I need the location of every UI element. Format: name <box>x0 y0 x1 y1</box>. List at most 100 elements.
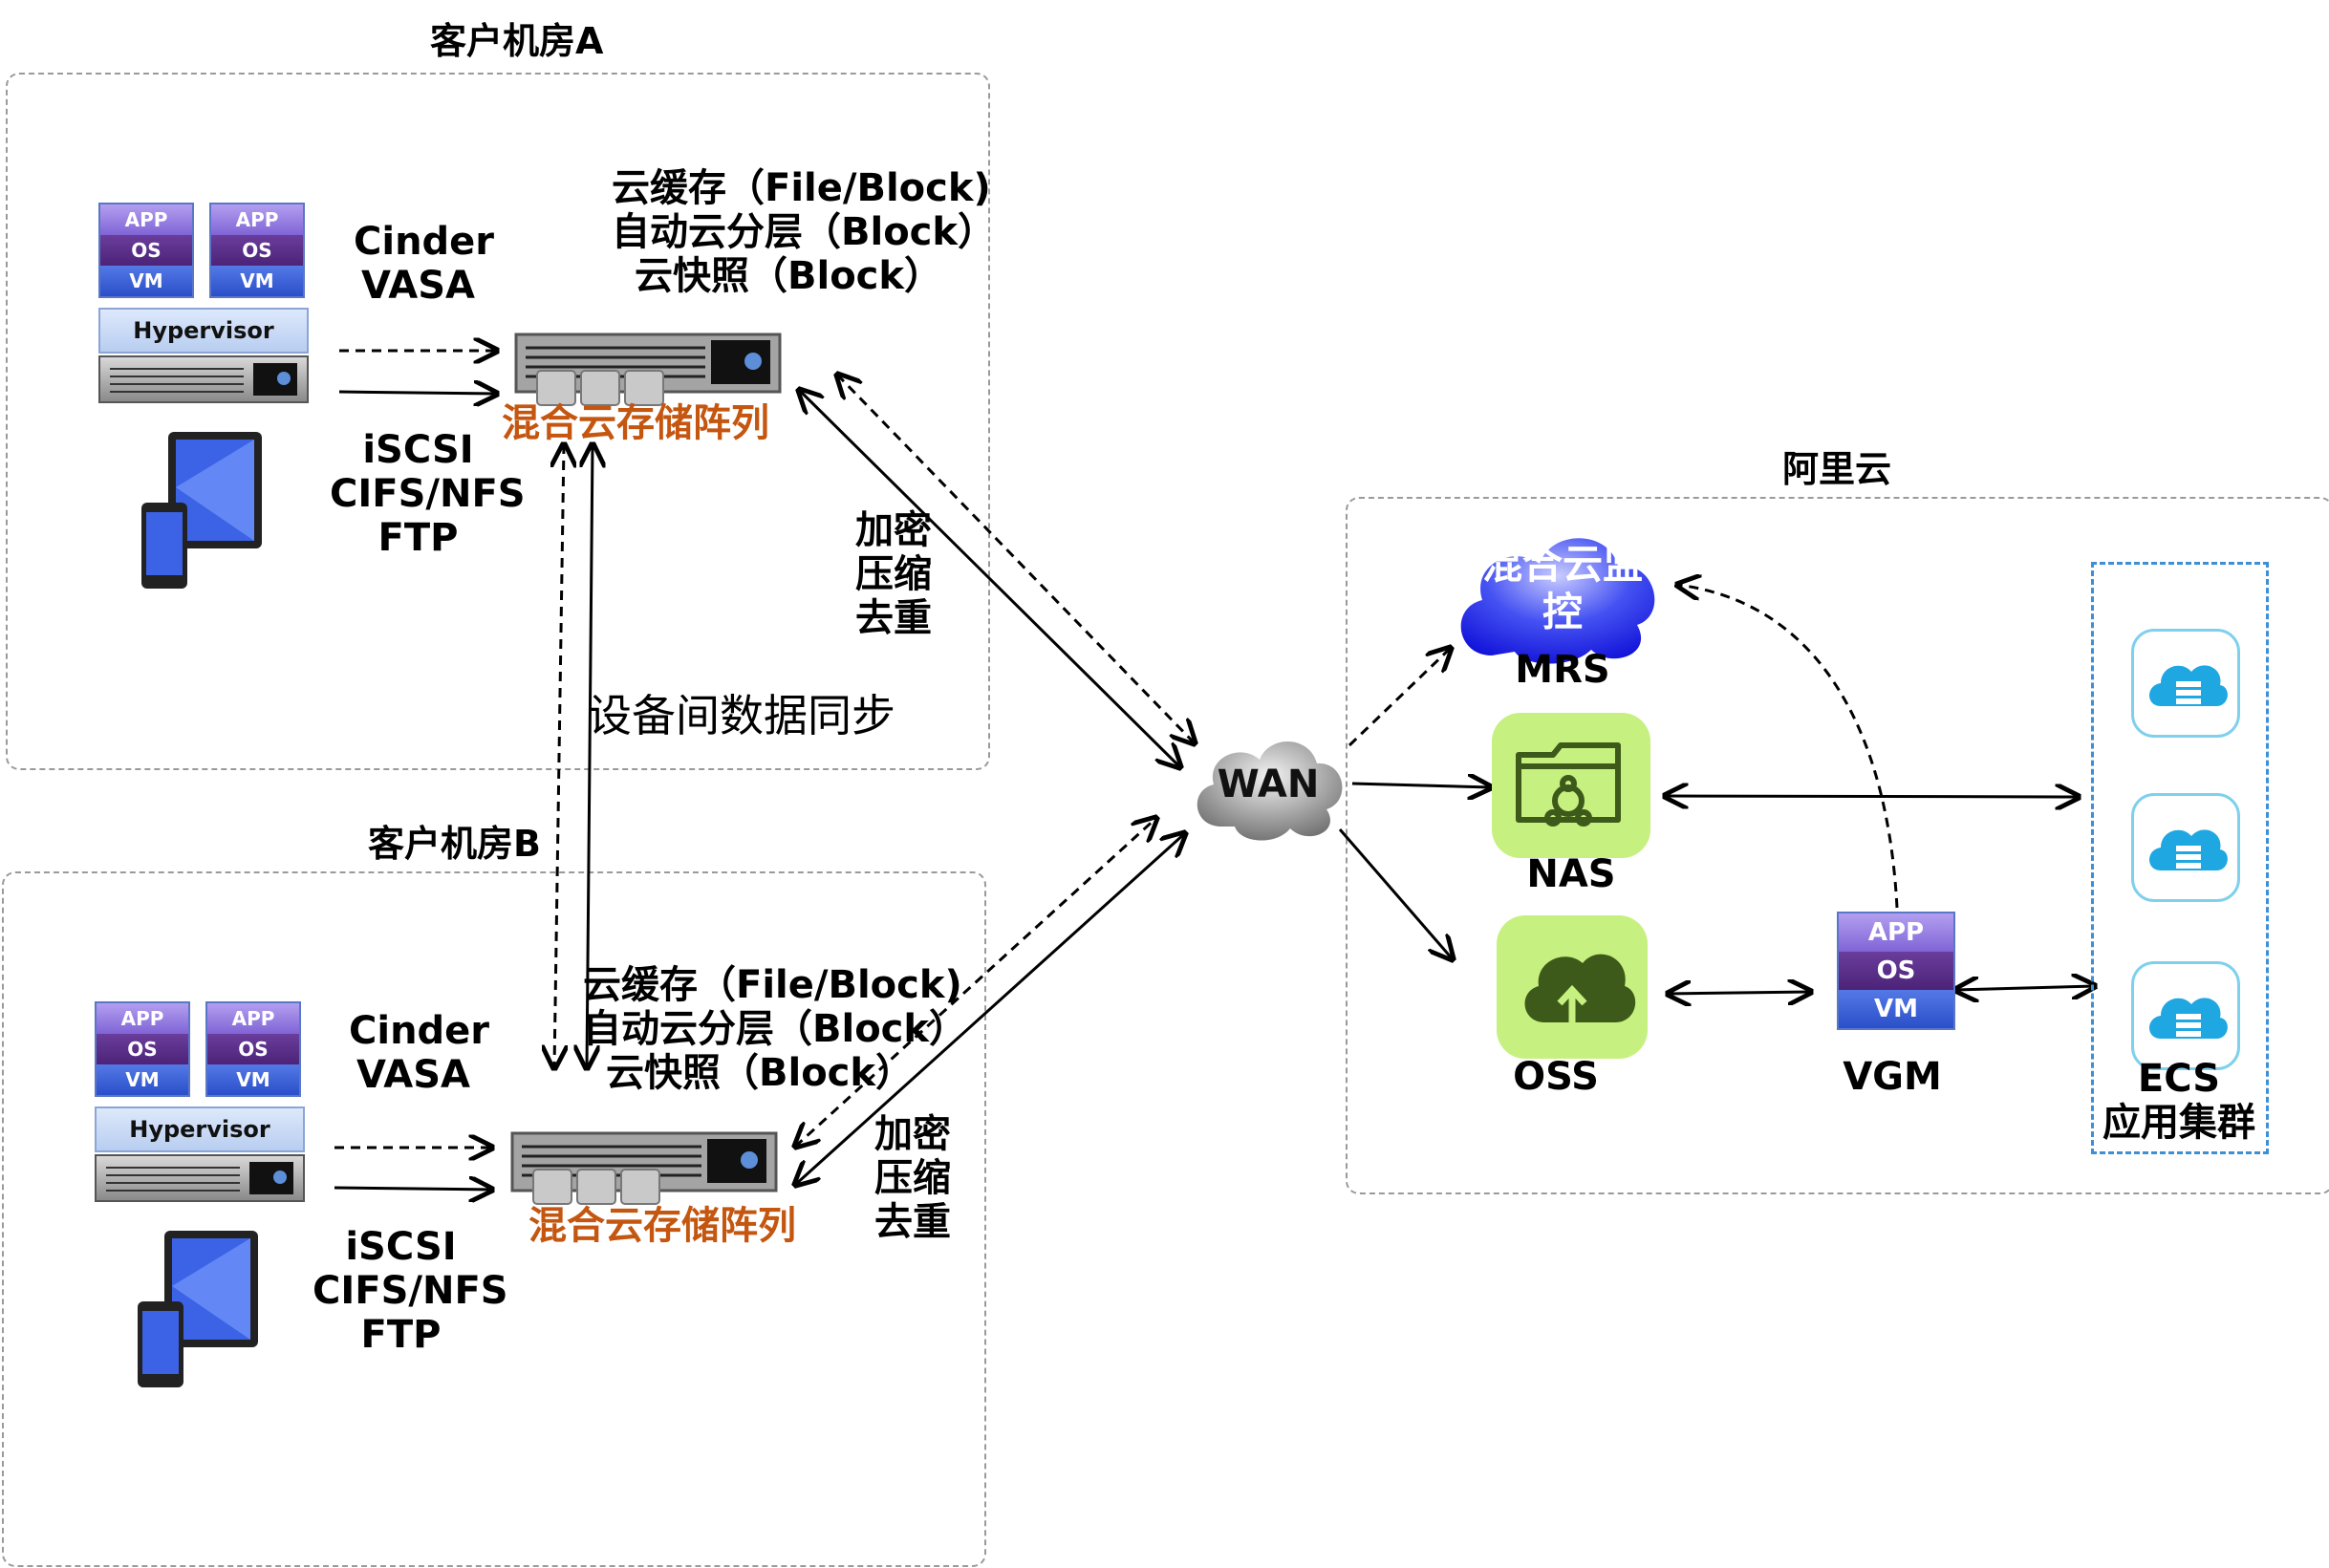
storage-array-icon <box>510 1131 778 1205</box>
cloud-icon <box>1460 538 1655 664</box>
nas-label: NAS <box>1526 852 1616 896</box>
room-b-tablet-phone-icon <box>138 1229 262 1395</box>
ecs-node-2 <box>2131 793 2240 902</box>
aliyun-frame <box>1346 497 2329 1194</box>
room-a-wan-dashed-arrow <box>837 375 1195 743</box>
ecs-line: ECS <box>2137 1057 2221 1101</box>
cloud-server-icon <box>2149 665 2228 706</box>
vm-os-label: OS <box>100 235 192 266</box>
ecs-label: ECS 应用集群 <box>2093 1057 2265 1145</box>
room-b-iscsi-label: iSCSI CIFS/NFS FTP <box>313 1225 508 1357</box>
room-a-title: 客户机房A <box>430 20 604 62</box>
link-line: 加密 <box>855 508 932 552</box>
vgm-stack: APP OS VM <box>1837 912 1955 1030</box>
nas-ecs-arrow <box>1665 796 2079 797</box>
vgm-vm-label: VM <box>1839 990 1953 1028</box>
feature-line: 云快照（Block） <box>606 1051 914 1095</box>
vm-vm-label: VM <box>97 1064 188 1095</box>
protocol-line: iSCSI <box>362 428 474 472</box>
protocol-line: FTP <box>360 1313 442 1357</box>
room-b-title: 客户机房B <box>368 823 541 865</box>
room-a-vm-1: APP OS VM <box>98 203 194 298</box>
room-a-vm-2: APP OS VM <box>209 203 305 298</box>
oss-tile <box>1497 915 1648 1059</box>
room-b-vm-1: APP OS VM <box>95 1001 190 1097</box>
protocol-line: Cinder <box>349 1009 490 1053</box>
ecs-cluster-frame <box>2091 562 2269 1154</box>
vm-app-label: APP <box>207 1003 299 1034</box>
vm-vm-label: VM <box>207 1064 299 1095</box>
protocol-line: CIFS/NFS <box>313 1269 508 1313</box>
wan-nas-arrow <box>1351 784 1491 787</box>
devices-icon <box>141 432 262 589</box>
feature-line: 云快照（Block） <box>635 254 942 298</box>
feature-line: 云缓存（File/Block) <box>583 963 962 1007</box>
room-b-link-label: 加密 压缩 去重 <box>860 1112 965 1244</box>
vgm-label: VGM <box>1843 1055 1942 1099</box>
vm-os-label: OS <box>97 1034 188 1064</box>
server-grille-icon <box>106 1162 293 1194</box>
room-b-storage-array-icon <box>510 1131 778 1215</box>
link-line: 去重 <box>874 1200 951 1244</box>
feature-line: 云缓存（File/Block) <box>612 166 991 210</box>
wan-cloud-icon <box>1185 721 1352 849</box>
cloud-icon <box>1197 741 1343 841</box>
ecs-node-1 <box>2131 629 2240 738</box>
room-b-hypervisor: Hypervisor <box>95 1106 305 1152</box>
aliyun-title: 阿里云 <box>1782 448 1892 490</box>
protocol-line: VASA <box>361 264 475 308</box>
mrs-label: MRS <box>1515 648 1610 692</box>
room-b-cinder-label: Cinder VASA <box>349 1009 490 1097</box>
room-a-iscsi-label: iSCSI CIFS/NFS FTP <box>330 428 526 560</box>
vgm-os-label: OS <box>1839 952 1953 990</box>
ecs-node-3 <box>2131 961 2240 1070</box>
nas-folder-icon <box>1516 742 1621 827</box>
room-b-array-label: 混合云存储阵列 <box>528 1204 796 1248</box>
vgm-monitor-dashed-arrow <box>1677 585 1899 909</box>
room-a-tablet-phone-icon <box>141 430 266 596</box>
sync-label: 设备间数据同步 <box>588 690 895 741</box>
room-a-link-label: 加密 压缩 去重 <box>841 508 946 640</box>
devices-icon <box>138 1231 258 1387</box>
server-grille-icon <box>110 363 297 396</box>
protocol-line: Cinder <box>354 220 495 264</box>
room-b-solid-arrow <box>334 1188 492 1190</box>
protocol-line: FTP <box>377 516 459 560</box>
oss-vgm-arrow <box>1668 992 1811 994</box>
room-b-host-server-icon <box>95 1154 305 1202</box>
link-line: 去重 <box>855 596 932 640</box>
room-a-features: 云缓存（File/Block) 自动云分层（Block） 云快照（Block） <box>612 166 996 298</box>
nas-tile <box>1492 713 1650 858</box>
wan-mrs-dashed-arrow <box>1348 648 1451 747</box>
wan-oss-arrow <box>1338 828 1453 959</box>
oss-cloud-upload-icon <box>1524 954 1636 1030</box>
link-line: 压缩 <box>855 552 932 596</box>
room-b-wan-solid-arrow <box>795 833 1185 1185</box>
vgm-app-label: APP <box>1839 913 1953 952</box>
cloud-server-icon <box>2149 998 2228 1039</box>
room-a-cinder-label: Cinder VASA <box>354 220 495 308</box>
monitor-line: 控 <box>1542 589 1583 635</box>
storage-array-icon <box>514 333 782 406</box>
monitor-line: 混合云监 <box>1481 541 1643 588</box>
room-a-storage-array-icon <box>514 333 782 417</box>
vm-app-label: APP <box>211 204 303 235</box>
room-a-solid-arrow <box>338 392 497 394</box>
protocol-line: CIFS/NFS <box>330 472 526 516</box>
sync-dashed-arrow <box>554 444 564 1068</box>
sync-solid-arrow <box>587 444 593 1068</box>
room-a-array-label: 混合云存储阵列 <box>502 401 769 445</box>
monitor-cloud-label: 混合云监 控 <box>1467 541 1658 636</box>
vm-vm-label: VM <box>211 266 303 296</box>
room-a-host-server-icon <box>98 355 309 403</box>
vgm-ecs-arrow <box>1955 986 2095 990</box>
vm-app-label: APP <box>100 204 192 235</box>
room-b-features: 云缓存（File/Block) 自动云分层（Block） 云快照（Block） <box>583 963 967 1095</box>
vm-app-label: APP <box>97 1003 188 1034</box>
room-b-frame <box>2 871 986 1567</box>
monitor-cloud-icon <box>1448 512 1677 669</box>
room-b-vm-2: APP OS VM <box>205 1001 301 1097</box>
link-line: 加密 <box>874 1112 951 1156</box>
protocol-line: VASA <box>356 1053 470 1097</box>
